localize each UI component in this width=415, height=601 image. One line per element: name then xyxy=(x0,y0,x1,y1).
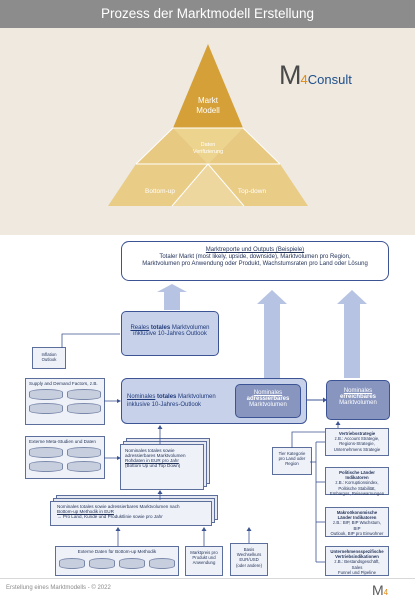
cylinder-icon xyxy=(67,403,101,414)
cylinder-icon xyxy=(89,558,115,569)
footer-logo: M4 xyxy=(372,582,389,598)
outputs-line2: Marktvolumen pro Anwendung oder Produkt,… xyxy=(142,261,368,267)
cylinder-icon xyxy=(67,447,101,458)
cylinder-icon xyxy=(149,558,175,569)
pyramid-center-triangle xyxy=(173,128,243,164)
pyramid-center-label: Daten Verifizierung xyxy=(192,142,224,155)
m4consult-logo: M4Consult xyxy=(279,60,352,90)
pyramid-right-label: Top-down xyxy=(237,188,267,195)
arrows-up xyxy=(157,284,367,378)
indicator-sales-strategy: Vertriebsstrategie z.B.: Account Strateg… xyxy=(325,428,389,456)
cylinder-icon xyxy=(29,403,63,414)
outputs-line1: Totaler Markt (most likely, upside, down… xyxy=(159,254,351,260)
real-total-box: Reales totales Marktvolumen inklusive 10… xyxy=(121,311,219,356)
pyramid-top-label: Markt Modell xyxy=(196,96,220,115)
pyramid-left-triangle xyxy=(108,164,208,206)
indicator-political: Politische Länder Indikatoren z.B.: Korr… xyxy=(325,467,389,496)
fx-rate-box: Basis Wechselkurs EUR/USD (oder andere) xyxy=(230,543,268,576)
page-title: Prozess der Marktmodell Erstellung xyxy=(0,0,415,28)
cylinder-icon xyxy=(67,389,101,400)
addressable-volume-box: Nominales totales sowie adressierbares M… xyxy=(120,444,204,490)
cylinder-icon xyxy=(29,389,63,400)
real-total-line2: inklusive 10-Jahres Outlook xyxy=(133,331,207,337)
cylinder-icon xyxy=(29,461,63,472)
supply-demand-box: Supply and Demand Factors, z.B. xyxy=(25,378,105,425)
market-price-box: Marktpreis pro Produkt und Anwendung xyxy=(185,546,223,576)
arrow-up-3 xyxy=(337,290,367,378)
nominal-addressable-box: Nominales adressierbares Marktvolumen xyxy=(235,384,301,418)
inflation-outlook-box: Inflation Outlook xyxy=(32,347,66,369)
pyramid-right-triangle xyxy=(208,164,308,206)
bottom-up-volume-box: Nominales totales sowie adressierbares M… xyxy=(50,501,212,526)
footer-copyright: Erstellung eines Marktmodells - © 2022 xyxy=(6,585,111,591)
pyramid-left-label: Bottom-up xyxy=(145,188,175,195)
cylinder-icon xyxy=(29,447,63,458)
outputs-title: Marktreporte und Outputs (Beispiele) xyxy=(205,247,305,253)
arrow-up-2 xyxy=(257,290,287,378)
outputs-box: Marktreporte und Outputs (Beispiele) Tot… xyxy=(121,241,389,281)
cylinder-icon xyxy=(67,461,101,472)
nominal-total-box: Nominales totales Marktvolumen inklusive… xyxy=(121,378,307,424)
cylinder-icon xyxy=(119,558,145,569)
cylinder-icon xyxy=(59,558,85,569)
pyramid-graphic xyxy=(108,44,308,207)
tier-category-box: Tier Kategorie pro Land oder Region xyxy=(272,447,312,475)
footer-divider xyxy=(0,578,415,579)
nominal-reachable-box: Nominales erreichbares Marktvolumen xyxy=(326,380,390,420)
pyramid-top-triangle xyxy=(173,44,243,128)
indicator-macroeconomic: Makroökonomische Länder Indikatoren z.B.… xyxy=(325,507,389,537)
indicator-company-specific: Unternehmensspezifische Vertriebsindikat… xyxy=(325,546,389,576)
arrow-up-1 xyxy=(157,284,187,310)
